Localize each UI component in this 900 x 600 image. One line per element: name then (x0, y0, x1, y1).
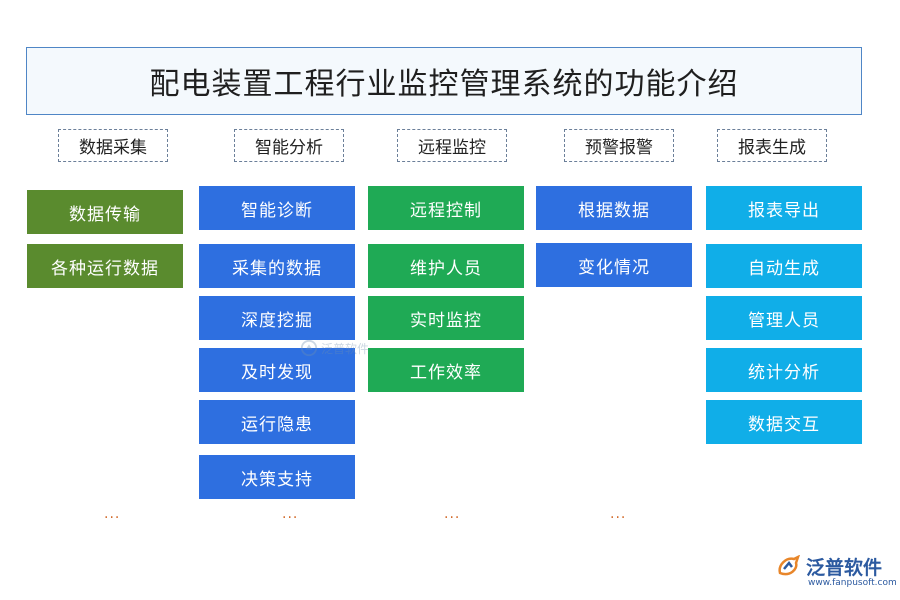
card-report-export: 报表导出 (706, 186, 862, 230)
card-decision-support: 决策支持 (199, 455, 355, 499)
column-header-remote-monitoring: 远程监控 (397, 129, 507, 162)
card-timely-discovery: 及时发现 (199, 348, 355, 392)
ellipsis-col3: ... (444, 506, 461, 522)
fanpu-logo-icon (300, 339, 318, 357)
card-managers: 管理人员 (706, 296, 862, 340)
card-data-transmission: 数据传输 (27, 190, 183, 234)
card-realtime-monitoring: 实时监控 (368, 296, 524, 340)
card-based-on-data: 根据数据 (536, 186, 692, 230)
page-title: 配电装置工程行业监控管理系统的功能介绍 (149, 67, 739, 102)
card-maintenance-staff: 维护人员 (368, 244, 524, 288)
card-data-interaction: 数据交互 (706, 400, 862, 444)
watermark: 泛普软件 (300, 339, 369, 357)
card-operation-hazard: 运行隐患 (199, 400, 355, 444)
card-auto-generate: 自动生成 (706, 244, 862, 288)
brand-logo: 泛普软件 www.fanpusoft.com (776, 553, 897, 593)
column-header-data-collection: 数据采集 (58, 129, 168, 162)
card-operation-data: 各种运行数据 (27, 244, 183, 288)
card-deep-mining: 深度挖掘 (199, 296, 355, 340)
ellipsis-col1: ... (104, 506, 121, 522)
brand-name: 泛普软件 (806, 557, 883, 579)
watermark-text: 泛普软件 (321, 341, 370, 356)
card-statistical-analysis: 统计分析 (706, 348, 862, 392)
column-header-smart-analysis: 智能分析 (234, 129, 344, 162)
fanpu-logo-icon (778, 554, 800, 575)
card-work-efficiency: 工作效率 (368, 348, 524, 392)
card-collected-data: 采集的数据 (199, 244, 355, 288)
ellipsis-col4: ... (610, 506, 627, 522)
ellipsis-col2: ... (282, 506, 299, 522)
column-header-report-generation: 报表生成 (717, 129, 827, 162)
column-header-early-warning: 预警报警 (564, 129, 674, 162)
card-change-status: 变化情况 (536, 243, 692, 287)
brand-url: www.fanpusoft.com (808, 578, 897, 588)
title-box: 配电装置工程行业监控管理系统的功能介绍 (26, 47, 862, 115)
card-smart-diagnosis: 智能诊断 (199, 186, 355, 230)
card-remote-control: 远程控制 (368, 186, 524, 230)
